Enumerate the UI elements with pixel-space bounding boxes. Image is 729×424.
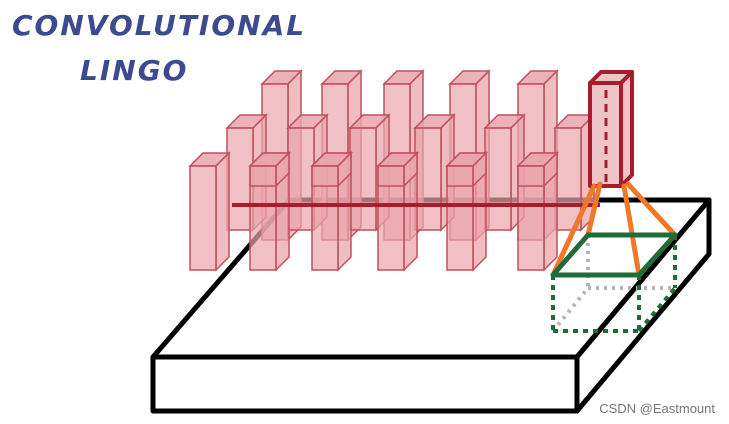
column-front xyxy=(311,165,339,187)
column-front xyxy=(554,127,582,231)
feature-columns xyxy=(188,69,600,272)
column-front xyxy=(414,127,442,231)
column-front xyxy=(249,165,277,187)
highlight-front xyxy=(588,81,623,188)
column-front xyxy=(446,165,474,187)
receptive-field-projection xyxy=(550,181,678,278)
column-front xyxy=(189,165,217,271)
column-front xyxy=(349,127,377,231)
column-front xyxy=(287,127,315,231)
column-side xyxy=(215,151,230,272)
highlighted-neuron-column xyxy=(588,70,634,188)
title-line-1: CONVOLUTIONAL xyxy=(12,9,306,42)
column-front xyxy=(226,127,254,231)
input-image-slab xyxy=(150,197,712,414)
slab-front-face xyxy=(150,354,580,414)
watermark: CSDN @Eastmount xyxy=(599,401,715,416)
title-line-2: LINGO xyxy=(80,54,188,87)
column-front xyxy=(484,127,512,231)
patch-hidden-edges xyxy=(551,235,675,333)
receptive-patch xyxy=(550,232,678,333)
slab-side-face xyxy=(574,197,712,414)
column-front xyxy=(517,165,545,187)
column-front xyxy=(377,165,405,187)
